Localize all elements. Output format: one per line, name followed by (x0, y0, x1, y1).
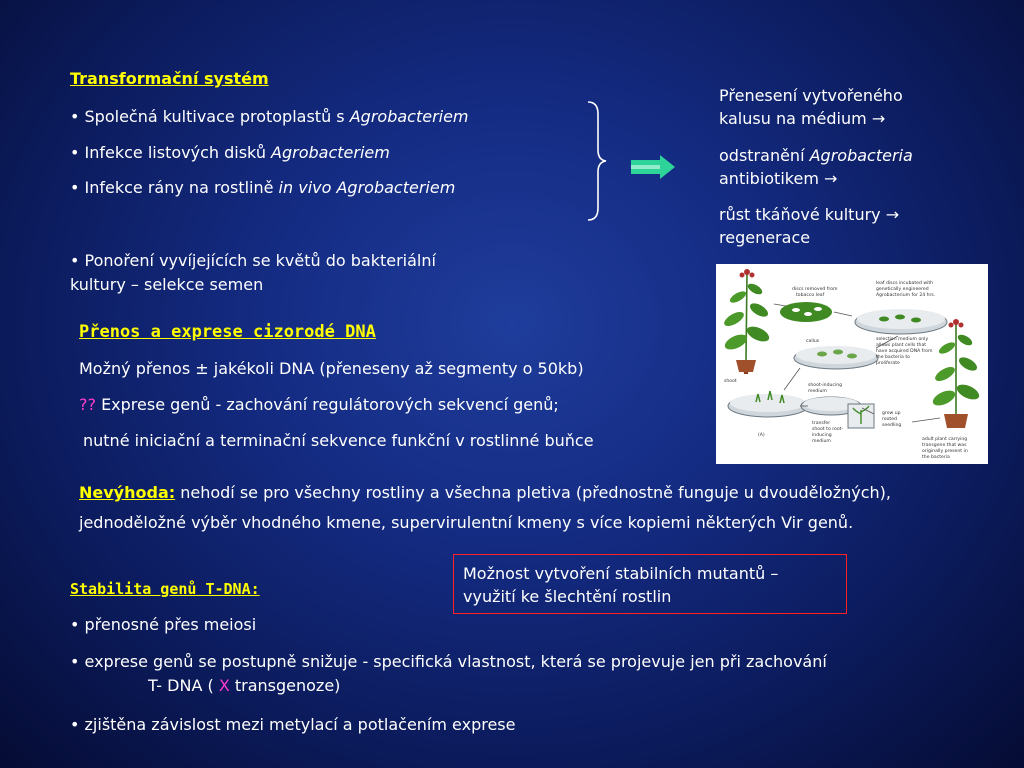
mutants-line-2: využití ke šlechtění rostlin (463, 587, 672, 606)
transfer-line-2: ?? Exprese genů - zachování regulátorový… (79, 395, 559, 415)
flow-arrow-icon (783, 367, 801, 391)
fig-label-discs-2: tobacco leaf (796, 292, 825, 298)
stability-item-2-line-1: • exprese genů se postupně snižuje - spe… (70, 652, 827, 671)
fig-label-selection: selection medium only (876, 336, 928, 342)
transformation-item-4-line-1: • Ponoření vyvíjejících se květů do bakt… (70, 251, 436, 270)
flow-arrow-icon (875, 335, 899, 349)
fig-label-growup-2: rooted (882, 416, 897, 422)
question-mark: ?? (79, 395, 96, 414)
transfer-title: Přenos a exprese cizorodé DNA (79, 322, 376, 342)
drawback-line-1: Nevýhoda: nehodí se pro všechny rostliny… (79, 483, 891, 503)
fig-label-shoot: shoot (724, 378, 737, 384)
item-italic: in vivo Agrobacteriem (278, 178, 456, 197)
fig-label-selection-3: have acquired DNA from (876, 348, 933, 354)
fig-label-transfer-3: inducing (812, 432, 832, 438)
flow-arrow-icon (833, 311, 853, 317)
fig-label-shoot-medium: shoot-inducing (808, 382, 842, 388)
fig-label-adult: adult plant carrying (922, 436, 967, 442)
tobacco-plant-icon (724, 269, 770, 374)
tdna-text: T- DNA ( (148, 676, 219, 695)
figure-illustration: discs removed from tobacco leaf leaf dis… (724, 269, 980, 460)
transformation-item-4-line-2: kultury – selekce semen (70, 275, 264, 294)
fig-label-callus: callus (806, 338, 820, 344)
item-italic: Agrobacteriem (349, 107, 469, 126)
transfer-line-3: nutné iniciační a terminační sekvence fu… (83, 431, 594, 450)
callus-dish-icon (793, 346, 879, 370)
transgenosis-text: transgenoze) (229, 676, 341, 695)
brace-icon (587, 101, 607, 221)
transfer-line-1: Možný přenos ± jakékoli DNA (přeneseny a… (79, 359, 584, 378)
fig-label-panel: (A) (758, 432, 765, 438)
drawback-label: Nevýhoda: (79, 483, 176, 502)
fig-label-growup-3: seedling (882, 422, 901, 428)
item-text: • Infekce rány na rostlině (70, 178, 279, 197)
fig-label-incubated: leaf discs incubated with (876, 280, 933, 286)
mutants-box: Možnost vytvoření stabilních mutantů – v… (453, 554, 847, 614)
stability-item-3: • zjištěna závislost mezi metylací a pot… (70, 715, 516, 734)
shoot-dish-icon (727, 390, 862, 418)
fig-label-discs: discs removed from (792, 286, 838, 292)
stability-title: Stabilita genů T-DNA: (70, 580, 260, 598)
fig-label-transfer-4: medium (812, 438, 831, 444)
fig-label-selection-5: proliferate (876, 360, 900, 366)
fig-label-shoot-medium-2: medium (808, 388, 827, 394)
stability-item-2-line-2: T- DNA ( X transgenoze) (148, 676, 340, 696)
step-3-line-2: regenerace (719, 228, 811, 247)
item-italic: Agrobacteriem (271, 143, 390, 162)
step-2-line-1: odstranění Agrobacteria (719, 146, 913, 166)
seedling-jar-icon (847, 403, 875, 429)
mutants-line-1: Možnost vytvoření stabilních mutantů – (463, 564, 779, 583)
step-1-line-2: kalusu na médium → (719, 109, 886, 128)
fig-label-adult-3: originally present in (922, 448, 968, 454)
fig-label-transfer-2: shoot to root- (812, 426, 843, 432)
fig-label-growup: grow up (882, 410, 901, 416)
fig-label-adult-4: the bacteria (922, 454, 950, 460)
stability-item-1: • přenosné přes meiosi (70, 615, 257, 634)
fig-label-transfer: transfer (812, 420, 830, 426)
leaf-discs-icon (780, 302, 832, 322)
step-3-line-1: růst tkáňové kultury → (719, 205, 900, 224)
flow-arrow-icon (861, 407, 875, 415)
adult-plant-icon (932, 319, 980, 428)
step-1-line-1: Přenesení vytvořeného (719, 86, 903, 105)
transformation-item-2: • Infekce listových disků Agrobacteriem (70, 143, 390, 163)
green-arrow-icon (631, 155, 675, 179)
cross-mark: X (218, 676, 230, 695)
transformation-item-3: • Infekce rány na rostlině in vivo Agrob… (70, 178, 455, 198)
fig-label-incubated-2: genetically engineered (876, 286, 929, 292)
drawback-text: nehodí se pro všechny rostliny a všechna… (175, 483, 891, 502)
item-text: • Společná kultivace protoplastů s (70, 107, 350, 126)
agrobacterium-figure: discs removed from tobacco leaf leaf dis… (716, 264, 988, 464)
step-text: odstranění (719, 146, 810, 165)
fig-label-incubated-3: Agrobacterium for 24 hrs. (876, 292, 935, 298)
transformation-item-1: • Společná kultivace protoplastů s Agrob… (70, 107, 469, 127)
drawback-line-2: jednoděložné výběr vhodného kmene, super… (79, 513, 854, 532)
step-2-line-2: antibiotikem → (719, 169, 838, 188)
flow-arrow-icon (911, 417, 941, 423)
transfer-line-2-text: Exprese genů - zachování regulátorových … (95, 395, 559, 414)
step-italic: Agrobacteria (809, 146, 913, 165)
petri-dish-icon (854, 309, 948, 335)
flow-arrow-icon (773, 303, 787, 307)
item-text: • Infekce listových disků (70, 143, 272, 162)
fig-label-selection-2: allows plant cells that (876, 342, 926, 348)
fig-label-selection-4: the bacteria to (876, 354, 910, 360)
transformation-title: Transformační systém (70, 69, 269, 88)
fig-label-adult-2: transgene that was (922, 442, 967, 448)
